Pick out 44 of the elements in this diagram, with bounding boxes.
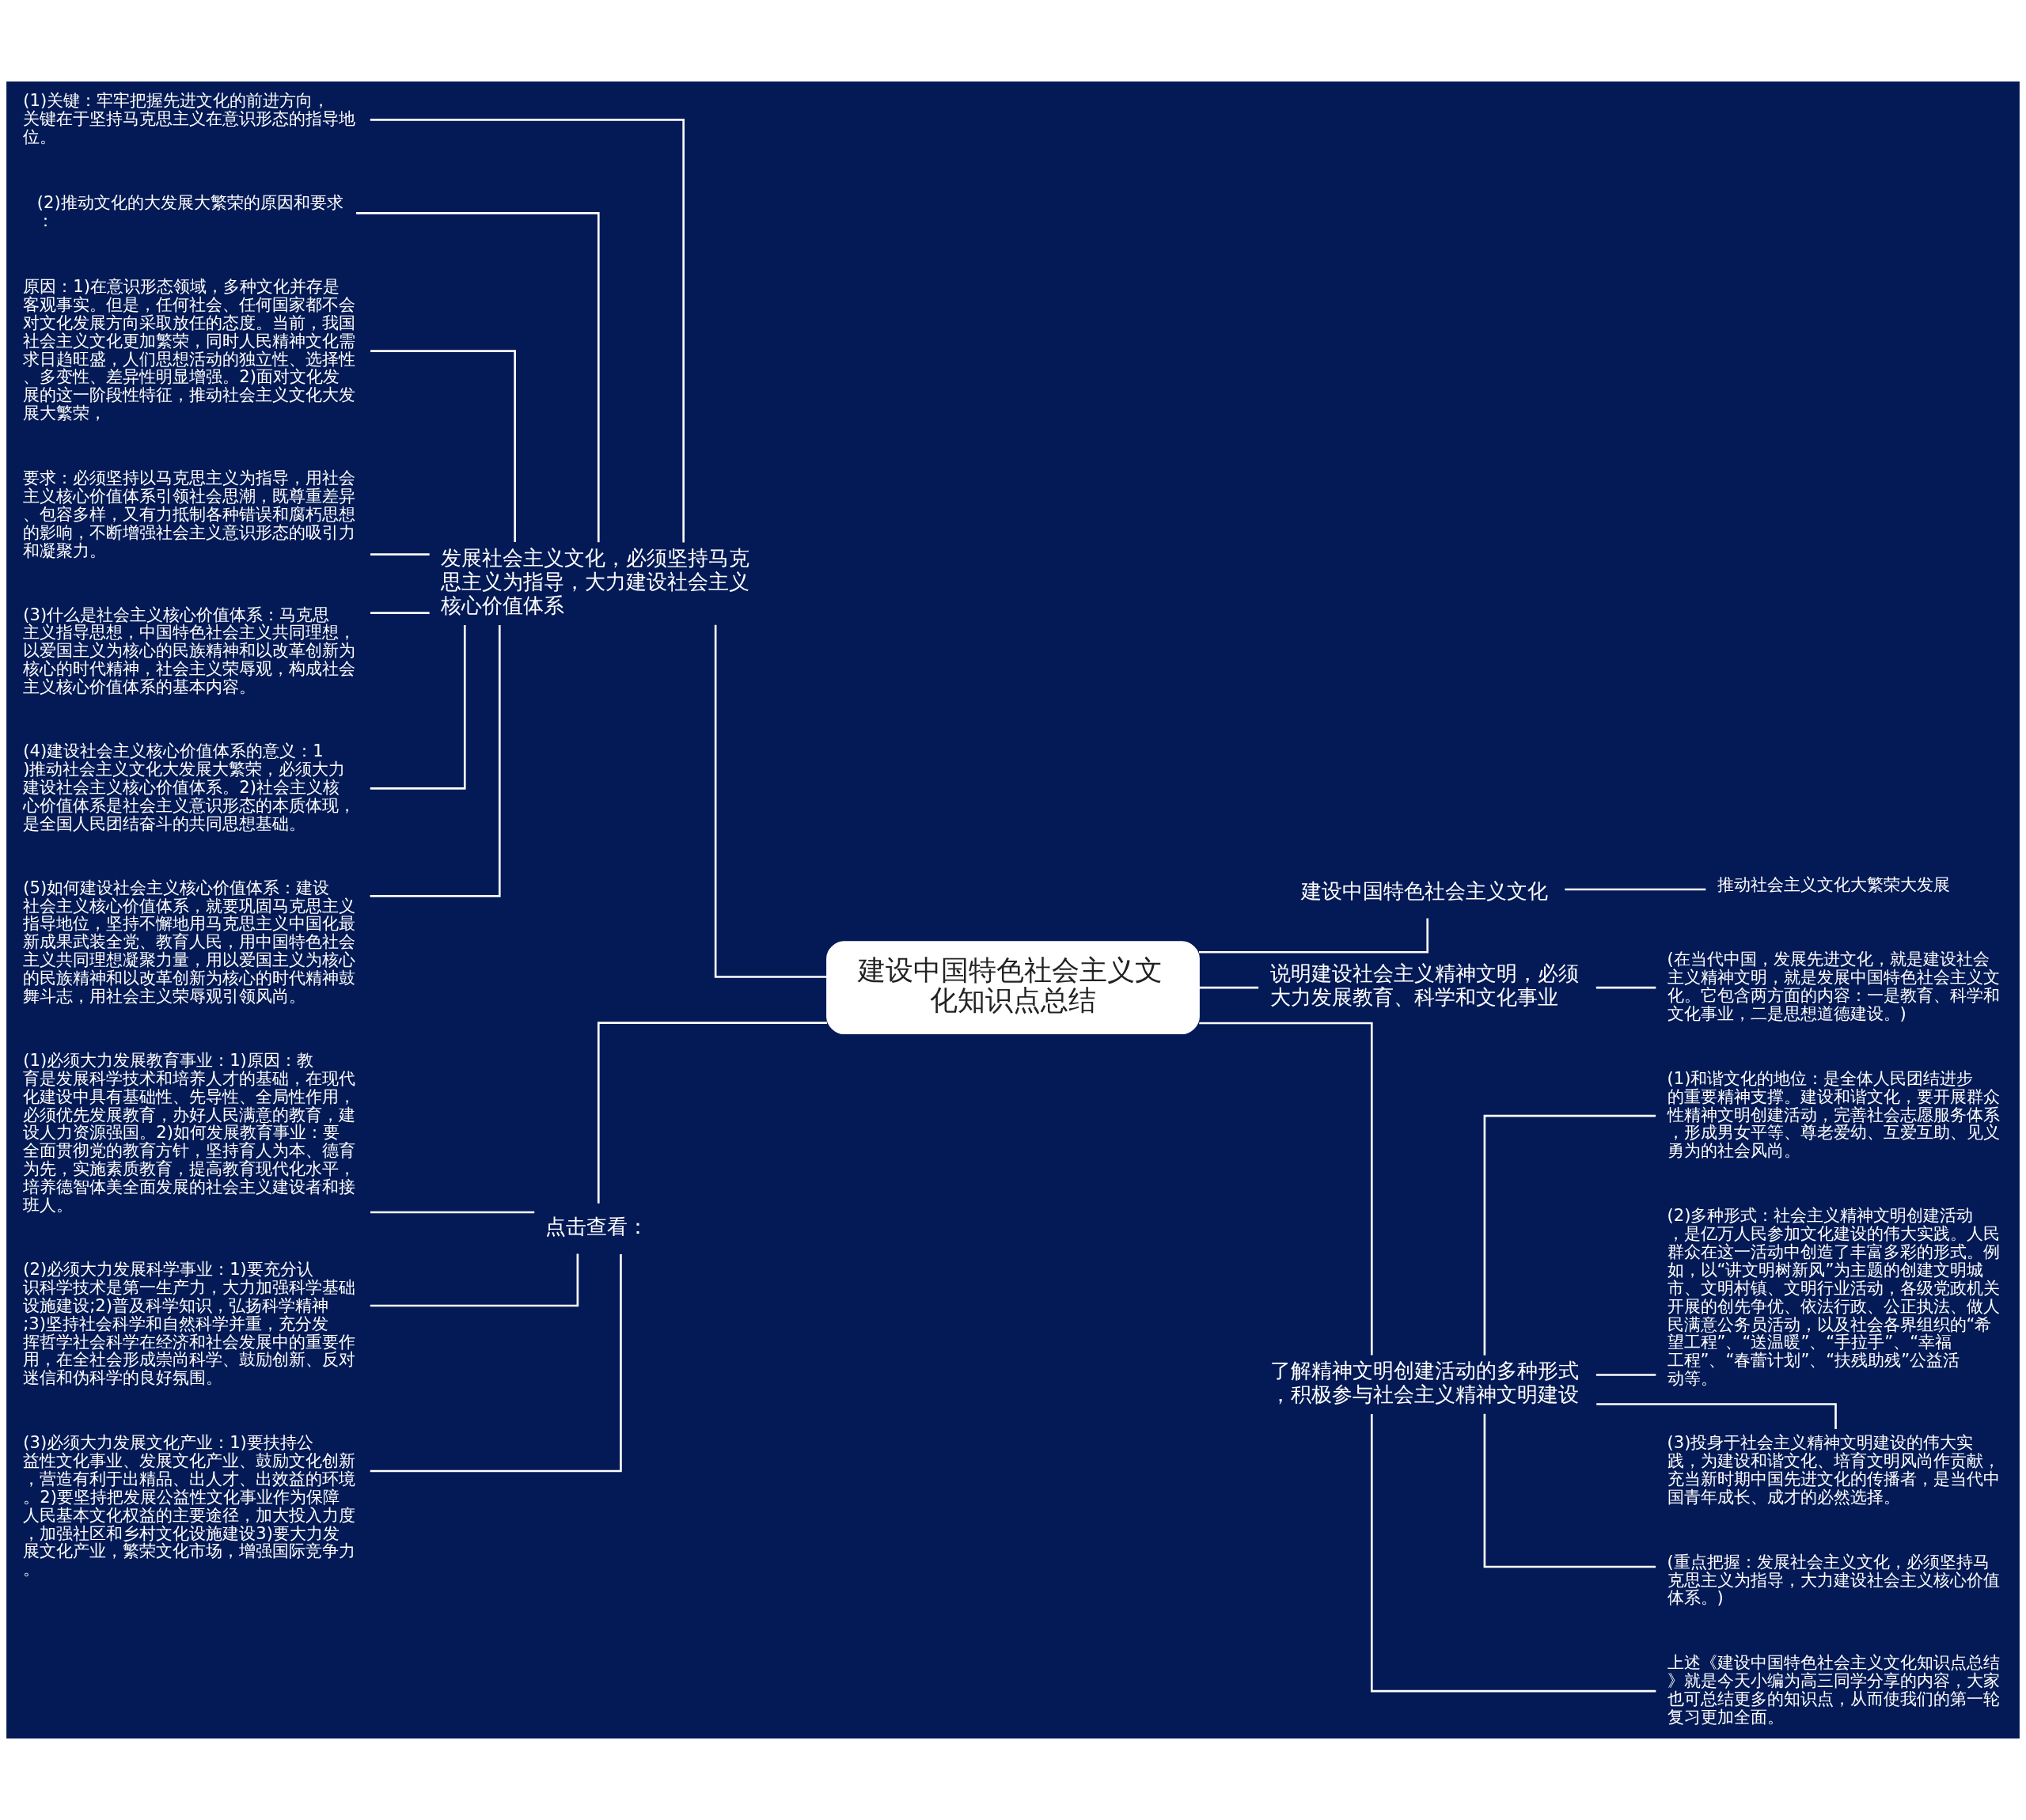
node-text: 原因：1)在意识形态领域，多种文化并存是客观事实。但是，任何社会、任何国家都不会对文化发展方向采取放任的态度。当前，我国社会主义文化更加繁荣，同时人民精神文化需求日趋旺盛，人们思想活动的独立性、选择性、多变性、差异性明显增强。2)面对文化发展的这一阶段性特征，推动社会主义文化大发展大繁荣， xyxy=(23,276,356,423)
node-text: (重点把握：发展社会主义文化，必须坚持马克思主义为指导，大力建设社会主义核心价值体系。) xyxy=(1667,1551,2000,1608)
node-text: (3)必须大力发展文化产业：1)要扶持公益性文化事业、发展文化产业、鼓励文化创新，营造有利于出精品、出人才、出效益的环境。2)要坚持把发展公益性文化事业作为保障人民基本文化权益的主要途径，加大投入力度，加强社区和乡村文化设施建设3)要大力发展文化产业，繁荣文化市场，增强国际竞争力。 xyxy=(23,1432,356,1579)
connector xyxy=(1565,888,1706,891)
connector xyxy=(370,1253,622,1473)
connector xyxy=(1595,986,1656,989)
node-text: 点击查看： xyxy=(545,1213,649,1238)
connector xyxy=(356,212,600,543)
connector xyxy=(714,624,827,978)
node-text: 推动社会主义文化大繁荣大发展 xyxy=(1717,874,1950,895)
node-text: (4)建设社会主义核心价值体系的意义：1)推动社会主义文化大发展大繁荣，必须大力建设社会主义核心价值体系。2)社会主义核心价值体系是社会主义意识形态的本质体现，是全国人民团结奋斗的共同思想基础。 xyxy=(23,741,356,833)
connector xyxy=(370,119,685,543)
connector xyxy=(1199,1022,1373,1356)
connector xyxy=(370,612,430,614)
node-text: (3)投身于社会主义精神文明建设的伟大实践，为建设和谐文化、培育文明风尚作贡献，充当新时期中国先进文化的传播者，是当代中国青年成长、成才的必然选择。 xyxy=(1667,1432,2000,1507)
node-text: (2)推动文化的大发展大繁荣的原因和要求： xyxy=(36,192,343,231)
connector xyxy=(1483,1413,1656,1568)
connector xyxy=(370,1253,579,1307)
node-text: (1)关键：牢牢把握先进文化的前进方向，关键在于坚持马克思主义在意识形态的指导地位。 xyxy=(23,89,356,146)
node-text: (5)如何建设社会主义核心价值体系：建设社会主义核心价值体系，就要巩固马克思主义指导地位，坚持不懈地用马克思主义中国化最新成果武装全党、教育人民，用中国特色社会主义共同理想凝聚力量，用以爱国主义为核心的民族精神和以改革创新为核心的时代精神鼓舞斗志，用社会主义荣辱观引领风尚。 xyxy=(23,877,356,1006)
node-text: 说明建设社会主义精神文明，必须大力发展教育、科学和文化事业 xyxy=(1269,961,1579,1010)
node-text: 要求：必须坚持以马克思主义为指导，用社会主义核心价值体系引领社会思潮，既尊重差异、包容多样，又有力抵制各种错误和腐朽思想的影响，不断增强社会主义意识形态的吸引力和凝聚力。 xyxy=(23,468,356,560)
connector xyxy=(1199,986,1259,989)
node-text: 了解精神文明创建活动的多种形式，积极参与社会主义精神文明建设 xyxy=(1269,1358,1579,1406)
node-text: (3)什么是社会主义核心价值体系：马克思主义指导思想，中国特色社会主义共同理想，以爱国主义为核心的民族精神和以改革创新为核心的时代精神，社会主义荣辱观，构成社会主义核心价值体系的基本内容。 xyxy=(23,604,356,697)
node-text: (1)必须大力发展教育事业：1)原因：教育是发展科学技术和培养人才的基础，在现代化建设中具有基础性、先导性、全局性作用，必须优先发展教育，办好人民满意的教育，建设人力资源强国。2)如何发展教育事业：要全面贯彻党的教育方针，坚持育人为本、德育为先，实施素质教育，提高教育现代化水平，培养德智体美全面发展的社会主义建设者和接班人。 xyxy=(23,1049,356,1215)
node-text: 发展社会主义文化，必须坚持马克思主义为指导，大力建设社会主义核心价值体系 xyxy=(441,544,750,617)
connector xyxy=(1371,1414,1656,1693)
node-box: 建设中国特色社会主义文化知识点总结 xyxy=(826,941,1200,1035)
node-text: (2)必须大力发展科学事业：1)要充分认识科学技术是第一生产力，大力加强科学基础设施建设;2)普及科学知识，弘扬科学精神;3)坚持社会科学和自然科学并重，充分发挥哲学社会科学在经济和社会发展中的重要作用，在全社会形成崇尚科学、鼓励创新、反对迷信和伪科学的良好氛围。 xyxy=(23,1258,356,1388)
connector xyxy=(370,625,501,897)
node-text: (1)和谐文化的地位：是全体人民团结进步的重要精神支撑。建设和谐文化，要开展群众性精神文明创建活动，完善社会志愿服务体系，形成男女平等、尊老爱幼、互爱互助、见义勇为的社会风尚。 xyxy=(1667,1067,2000,1161)
connector xyxy=(370,350,516,543)
connector xyxy=(1199,918,1429,954)
node-text: 建设中国特色社会主义文化 xyxy=(1301,878,1549,903)
connector xyxy=(370,625,466,790)
connector xyxy=(1483,1114,1656,1356)
node-text: 上述《建设中国特色社会主义文化知识点总结》就是今天小编为高三同学分享的内容，大家也可总结更多的知识点，从而使我们的第一轮复习更加全面。 xyxy=(1667,1652,2000,1727)
connector xyxy=(597,1022,827,1204)
connector xyxy=(1595,1374,1656,1376)
connector xyxy=(370,553,430,555)
node-text: (2)多种形式：社会主义精神文明创建活动，是亿万人民参加文化建设的伟大实践。人民群众在这一活动中创造了丰富多彩的形式。例如，以“讲文明树新风”为主题的创建文明城市、文明村镇、文明行业活动，各级党政机关开展的创先争优、依法行政、公正执法、做人民满意公务员活动，以及社会各界组织的“希望工程”、“送温暖”、“手拉手”、“幸福工程”、“春蕾计划”、“扶残助残”公益活动等。 xyxy=(1667,1205,2000,1389)
node-text: (在当代中国，发展先进文化，就是建设社会主义精神文明，就是发展中国特色社会主义文化。它包含两方面的内容：一是教育、科学和文化事业，二是思想道德建设。) xyxy=(1667,949,2000,1023)
connector xyxy=(370,1211,535,1214)
